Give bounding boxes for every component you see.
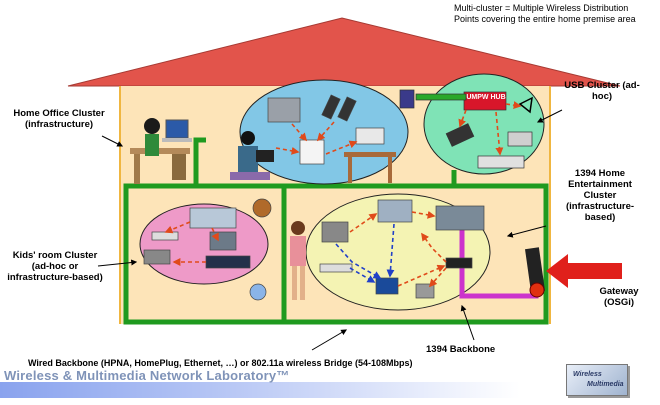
gateway-node xyxy=(529,282,545,298)
gateway-label: Gateway (OSGi) xyxy=(599,286,639,308)
office-devices xyxy=(267,94,385,165)
gateway-box xyxy=(525,247,545,293)
lab-logo: Wireless Multimedia xyxy=(566,364,628,396)
multi-cluster-note: Multi-cluster = Multiple Wireless Distri… xyxy=(454,3,636,24)
wireless-links-blue xyxy=(335,223,395,283)
kids-room-label: Kids' room Cluster (ad-hoc or infrastruc… xyxy=(7,250,103,283)
backbone-1394-label: 1394 Backbone xyxy=(426,344,496,355)
wireless-links-red xyxy=(164,101,522,288)
footer-bar xyxy=(0,382,520,398)
logo-line-1: Wireless xyxy=(573,371,602,378)
person-with-laptop xyxy=(230,131,274,180)
home-office-label: Home Office Cluster (infrastructure) xyxy=(13,108,105,130)
office-table xyxy=(344,152,396,183)
usb-devices xyxy=(399,89,533,169)
pointer-arrows xyxy=(97,109,563,351)
gateway-arrow xyxy=(546,254,622,288)
home-office-desk xyxy=(130,118,192,184)
logo-line-2: Multimedia xyxy=(587,381,624,388)
entertainment-label: 1394 Home Entertainment Cluster (infrast… xyxy=(565,168,635,223)
house-roof xyxy=(67,17,621,87)
entertainment-devices xyxy=(319,199,485,299)
hub-label: UMPW HUB xyxy=(466,94,506,101)
lab-name: Wireless & Multimedia Network Laboratory… xyxy=(4,368,290,383)
woman-figure xyxy=(290,221,306,300)
usb-cluster-label: USB Cluster (ad-hoc) xyxy=(564,80,640,102)
wired-backbone-label: Wired Backbone (HPNA, HomePlug, Ethernet… xyxy=(28,358,413,368)
